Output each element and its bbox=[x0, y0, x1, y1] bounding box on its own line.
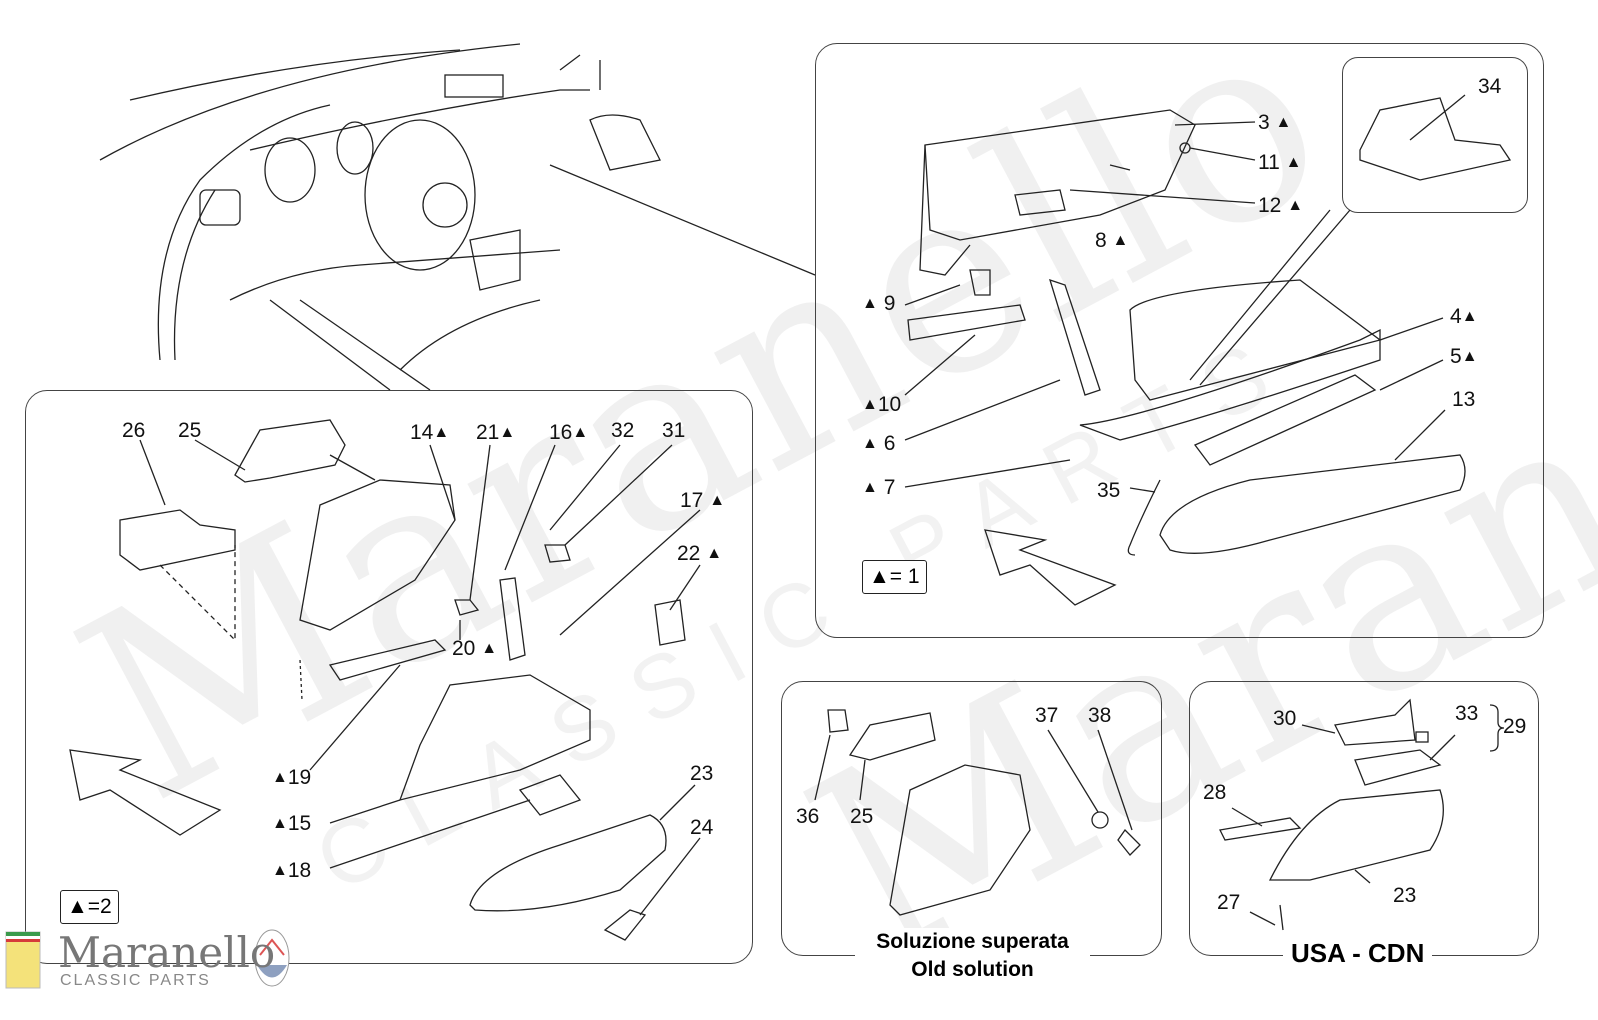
callout-38: 38 bbox=[1088, 704, 1112, 727]
callout-22: 22 ▲ bbox=[677, 542, 723, 565]
callout-23: 23 bbox=[690, 762, 714, 785]
part-cover-23 bbox=[469, 814, 667, 912]
caption-usa-cdn: USA - CDN bbox=[1283, 938, 1433, 969]
callout-12: 12 ▲ bbox=[1258, 194, 1304, 217]
part-glovebox-housing bbox=[924, 109, 1196, 241]
windshield-line bbox=[129, 49, 461, 101]
callout-25: 25 bbox=[178, 419, 202, 442]
panel-inset-34 bbox=[1342, 57, 1528, 213]
callout-16: 16▲ bbox=[549, 421, 589, 444]
callout-7: ▲ 7 bbox=[862, 476, 896, 499]
part-lid-15 bbox=[398, 674, 591, 801]
callout-17: 17 ▲ bbox=[680, 489, 726, 512]
callout-37: 37 bbox=[1035, 704, 1059, 727]
part-strut bbox=[1049, 278, 1101, 396]
bracket-29 bbox=[1489, 704, 1505, 752]
callout-26: 26 bbox=[122, 419, 146, 442]
part-housing-old bbox=[889, 764, 1031, 916]
callout-34: 34 bbox=[1478, 75, 1502, 98]
part-strut-16 bbox=[499, 577, 526, 661]
callout-25-old: 25 bbox=[850, 805, 874, 828]
part-hinge-bar bbox=[1193, 374, 1377, 466]
panel-right-main bbox=[815, 43, 1544, 638]
part-bracket-30 bbox=[1334, 698, 1416, 746]
brand-name: Maranello bbox=[58, 928, 276, 977]
callout-15: ▲15 bbox=[272, 812, 312, 835]
callout-32: 32 bbox=[611, 419, 635, 442]
part-hinge-19 bbox=[328, 639, 447, 681]
callout-4: 4▲ bbox=[1450, 305, 1478, 328]
callout-21: 21▲ bbox=[476, 421, 516, 444]
callout-14: 14▲ bbox=[410, 421, 450, 444]
callout-27: 27 bbox=[1217, 891, 1241, 914]
callout-35: 35 bbox=[1097, 479, 1121, 502]
callout-24: 24 bbox=[690, 816, 714, 839]
maserati-logo bbox=[254, 929, 290, 987]
legend-quantity: ▲=2 bbox=[60, 890, 119, 924]
part-cover-23-usa bbox=[1268, 789, 1444, 881]
brand-subtitle: CLASSIC PARTS bbox=[60, 972, 211, 989]
part-lid bbox=[1159, 454, 1466, 554]
callout-18: ▲18 bbox=[272, 859, 312, 882]
part-housing-14 bbox=[299, 479, 456, 631]
direction-arrow bbox=[984, 529, 1117, 606]
callout-30: 30 bbox=[1273, 707, 1297, 730]
part-hinge-strip bbox=[907, 304, 1026, 341]
callout-29: 29 bbox=[1503, 715, 1527, 738]
callout-10: ▲10 bbox=[862, 393, 902, 416]
caption-it: Soluzione superata bbox=[876, 930, 1069, 953]
callout-8: 8 ▲ bbox=[1095, 229, 1129, 252]
part-bracket-26 bbox=[119, 509, 236, 571]
part-plate-28 bbox=[1219, 817, 1302, 841]
panel-left-main bbox=[25, 390, 753, 964]
callout-11: 11 ▲ bbox=[1258, 151, 1302, 174]
part-switch-22 bbox=[654, 599, 686, 646]
callout-36: 36 bbox=[796, 805, 820, 828]
caption-en: Old solution bbox=[911, 958, 1034, 981]
callout-6: ▲ 6 bbox=[862, 432, 896, 455]
callout-20: 20 ▲ bbox=[452, 637, 498, 660]
callout-3: 3 ▲ bbox=[1258, 111, 1292, 134]
part-bracket-25 bbox=[234, 419, 346, 483]
callout-5: 5▲ bbox=[1450, 345, 1478, 368]
callout-9: ▲ 9 bbox=[862, 292, 896, 315]
callout-28: 28 bbox=[1203, 781, 1227, 804]
legend-quantity: ▲= 1 bbox=[862, 560, 927, 594]
callout-13: 13 bbox=[1452, 388, 1476, 411]
direction-arrow bbox=[69, 749, 222, 836]
part-24 bbox=[603, 909, 647, 941]
part-glovebox-bin bbox=[1129, 279, 1382, 401]
callout-33: 33 bbox=[1455, 702, 1479, 725]
callout-31: 31 bbox=[662, 419, 686, 442]
caption-old-solution: Soluzione superata Old solution bbox=[855, 928, 1090, 984]
callout-19: ▲19 bbox=[272, 766, 312, 789]
ferrari-logo bbox=[5, 931, 41, 989]
callout-23-usa: 23 bbox=[1393, 884, 1417, 907]
part-latch-18 bbox=[518, 774, 582, 816]
